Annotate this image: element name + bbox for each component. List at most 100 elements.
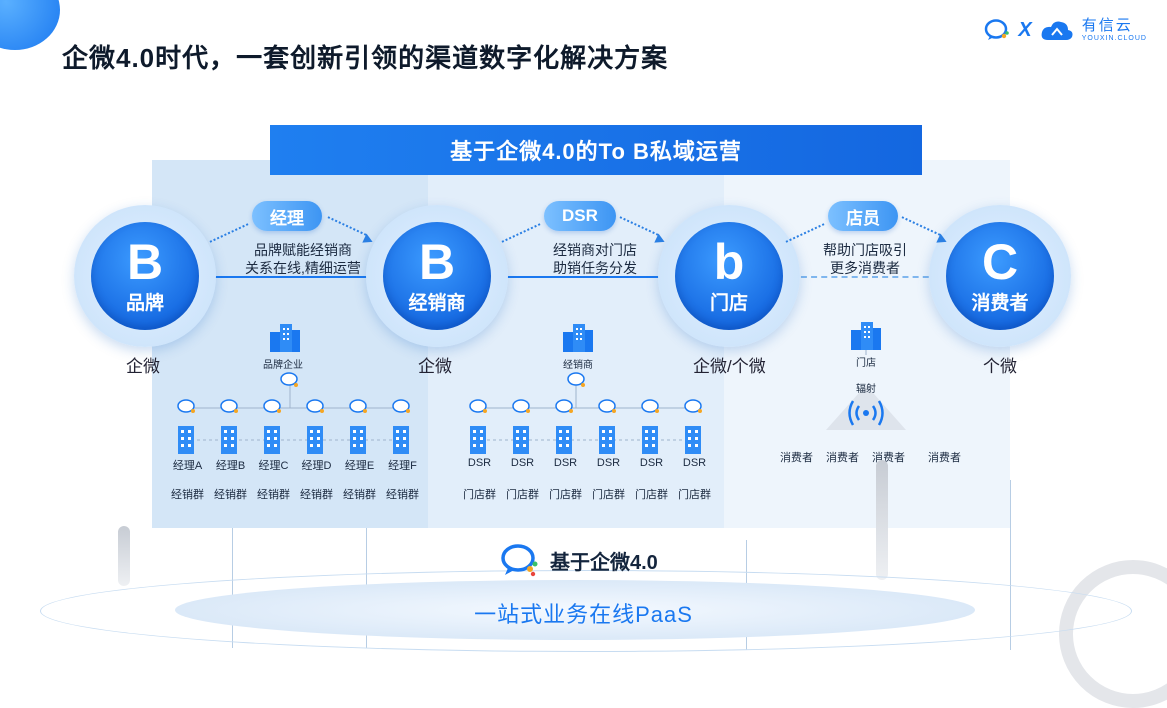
tree1-buildings — [170, 424, 417, 454]
chat-bubble-icon — [641, 399, 659, 413]
group-label: 经销群 — [300, 489, 333, 501]
building-icon — [556, 426, 572, 454]
vertical-line — [1010, 480, 1011, 650]
pillar-decoration — [118, 526, 130, 586]
node-caption: 企微 — [418, 357, 452, 376]
logo-name-cn: 有信云 — [1081, 17, 1133, 34]
group-label: 门店群 — [678, 489, 711, 501]
dsr-label: DSR — [639, 457, 664, 469]
link-desc-line2: 关系在线,精细运营 — [245, 260, 361, 276]
link-desc-line1: 品牌赋能经销商 — [254, 242, 352, 258]
manager-label: 经理B — [215, 460, 246, 472]
building-icon — [642, 426, 658, 454]
manager-label: 经理D — [301, 460, 332, 472]
group-label: 经销群 — [214, 489, 247, 501]
tree1-bubbles — [170, 398, 417, 414]
building-icon — [599, 426, 615, 454]
chat-bubble-icon — [349, 399, 367, 413]
base-ring — [40, 570, 1132, 652]
link-desc-line2: 助销任务分发 — [553, 260, 637, 276]
link-desc-line1: 帮助门店吸引 — [823, 242, 907, 258]
consumer-label: 消费者 — [780, 452, 813, 464]
node-name: 门店 — [709, 292, 748, 314]
building-icon — [178, 426, 194, 454]
tree2-bubbles — [462, 398, 709, 414]
node-caption: 企微 — [126, 357, 160, 376]
logo-x: X — [1018, 18, 1032, 41]
node-letter: B — [418, 233, 456, 290]
chat-bubble-icon — [177, 399, 195, 413]
base-subtitle: 一站式业务在线PaaS — [474, 602, 693, 627]
group-label: 经销群 — [171, 489, 204, 501]
group-label: 门店群 — [635, 489, 668, 501]
chat-bubble-icon — [684, 399, 702, 413]
group-label: 门店群 — [506, 489, 539, 501]
chat-bubble-icon — [263, 399, 281, 413]
building-icon — [851, 322, 881, 350]
chat-bubble-icon — [306, 399, 324, 413]
role-pill-manager: 经理 — [252, 201, 322, 231]
group-label: 门店群 — [592, 489, 625, 501]
link-desc: 帮助门店吸引 更多消费者 — [790, 241, 940, 277]
store-label: 门店 — [856, 358, 876, 369]
wecom-logo-icon — [985, 19, 1010, 40]
node-name: 经销商 — [408, 292, 466, 314]
node-letter: C — [981, 233, 1019, 290]
node-letter: B — [126, 233, 164, 290]
node-consumer: C 消费者 — [929, 205, 1071, 347]
tree1-groups: 经销群 经销群 经销群 经销群 经销群 经销群 — [166, 486, 424, 502]
radiate-label: 辐射 — [856, 384, 876, 395]
base-platform — [175, 580, 975, 640]
group-label: 门店群 — [463, 489, 496, 501]
tree-root-label: 经销商 — [563, 360, 593, 371]
manager-label: 经理A — [172, 460, 203, 472]
dsr-label: DSR — [467, 457, 492, 469]
group-label: 门店群 — [549, 489, 582, 501]
dashed-connector-line — [740, 276, 1010, 278]
pillar-decoration — [876, 460, 888, 580]
link-desc: 经销商对门店 助销任务分发 — [520, 241, 670, 277]
building-icon — [307, 426, 323, 454]
role-pill-clerk: 店员 — [828, 201, 898, 231]
chat-bubble-icon — [469, 399, 487, 413]
logo-name-en: YOUXIN.CLOUD — [1081, 35, 1147, 42]
node-caption: 个微 — [983, 357, 1017, 376]
link-desc-line1: 经销商对门店 — [553, 242, 637, 258]
group-label: 经销群 — [386, 489, 419, 501]
youxin-cloud-logo-icon — [1041, 21, 1073, 40]
node-letter: b — [713, 233, 745, 290]
building-icon — [264, 426, 280, 454]
chat-bubble-icon — [555, 399, 573, 413]
tree-root-label: 品牌企业 — [263, 360, 303, 371]
building-icon — [513, 426, 529, 454]
dsr-label: DSR — [553, 457, 578, 469]
chat-bubble-icon — [512, 399, 530, 413]
page-title: 企微4.0时代，一套创新引领的渠道数字化解决方案 — [62, 43, 669, 73]
base-title-text: 基于企微4.0 — [550, 551, 658, 574]
node-name: 品牌 — [125, 292, 164, 314]
chat-bubble-icon — [392, 399, 410, 413]
tree1-labels: 经理A 经理B 经理C 经理D 经理E 经理F — [166, 457, 424, 473]
logo-text: 有信云 YOUXIN.CLOUD — [1082, 18, 1147, 42]
role-pill-dsr: DSR — [544, 201, 616, 231]
group-label: 经销群 — [257, 489, 290, 501]
building-icon — [470, 426, 486, 454]
dsr-label: DSR — [510, 457, 535, 469]
manager-label: 经理E — [344, 460, 375, 472]
consumer-row: 消费者 消费者 消费者 消费者 — [780, 449, 966, 465]
signal-icon — [848, 400, 884, 426]
building-icon — [563, 324, 593, 352]
manager-label: 经理C — [258, 460, 289, 472]
building-icon — [270, 324, 300, 352]
wecom-logo-icon — [501, 544, 538, 577]
tree2-buildings — [462, 424, 709, 454]
chat-bubble-icon — [598, 399, 616, 413]
logo-group: X 有信云 YOUXIN.CLOUD — [984, 18, 1147, 42]
consumer-label: 消费者 — [826, 452, 859, 464]
consumer-label: 消费者 — [928, 452, 961, 464]
tree2-labels: DSR DSR DSR DSR DSR DSR — [458, 457, 716, 469]
top-banner: 基于企微4.0的To B私域运营 — [270, 125, 922, 175]
group-label: 经销群 — [343, 489, 376, 501]
link-desc-line2: 更多消费者 — [830, 260, 900, 276]
building-icon — [685, 426, 701, 454]
